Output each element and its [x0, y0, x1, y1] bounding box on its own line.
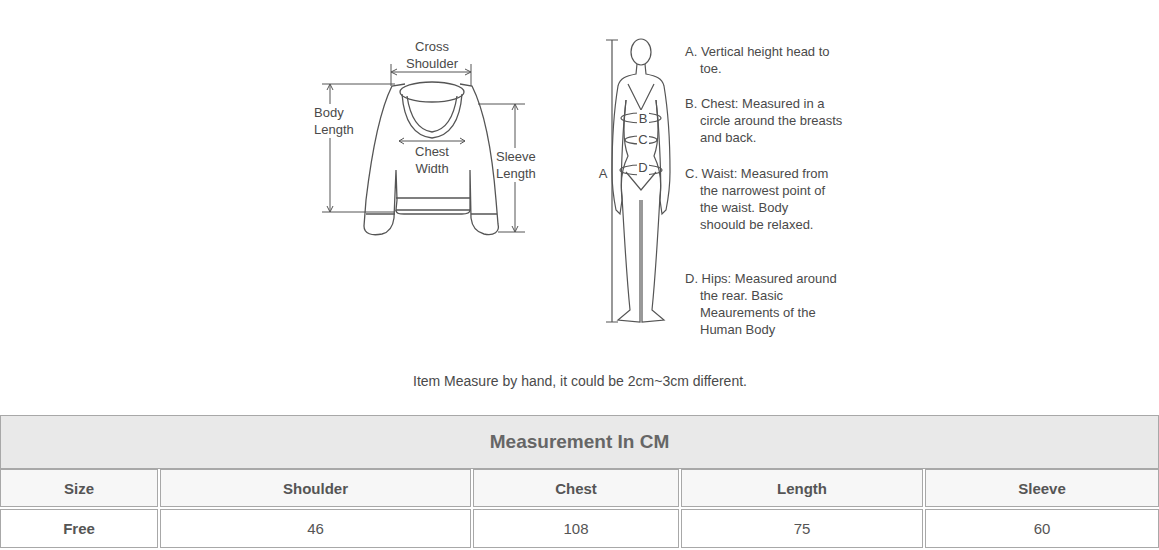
- table-header-cell: Shoulder: [160, 480, 471, 497]
- table-header-cell: Length: [681, 480, 923, 497]
- size-table: [1, 416, 1159, 548]
- dimension-label: Sleeve Length: [496, 148, 546, 182]
- disclaimer-note: Item Measure by hand, it could be 2cm~3c…: [330, 373, 830, 390]
- table-header-cell: Sleeve: [925, 480, 1159, 497]
- dimension-label: Chest Width: [406, 143, 458, 177]
- body-point-letter: C: [637, 131, 649, 148]
- human-figure: [606, 39, 670, 322]
- table-header-cell: Chest: [473, 480, 679, 497]
- table-cell: 75: [681, 520, 923, 537]
- body-point-letter: D: [637, 159, 649, 176]
- measure-note: C. Waist: Measured from the narrowest po…: [685, 165, 837, 233]
- dimension-label: Body Length: [314, 104, 364, 138]
- table-cell: Free: [0, 520, 158, 537]
- body-point-letter: B: [637, 110, 649, 127]
- table-title: Measurement In CM: [0, 431, 1159, 453]
- table-cell: 60: [925, 520, 1159, 537]
- body-point-letter: A: [597, 165, 609, 182]
- table-cell: 108: [473, 520, 679, 537]
- table-cell: 46: [160, 520, 471, 537]
- measure-note: D. Hips: Measured around the rear. Basic…: [685, 270, 845, 338]
- dimension-lines: [322, 64, 525, 232]
- measure-note: B. Chest: Measured in a circle around th…: [685, 95, 845, 146]
- dimension-label: Cross Shoulder: [396, 38, 468, 72]
- measure-note: A. Vertical height head to toe.: [685, 43, 845, 77]
- table-header-cell: Size: [0, 480, 158, 497]
